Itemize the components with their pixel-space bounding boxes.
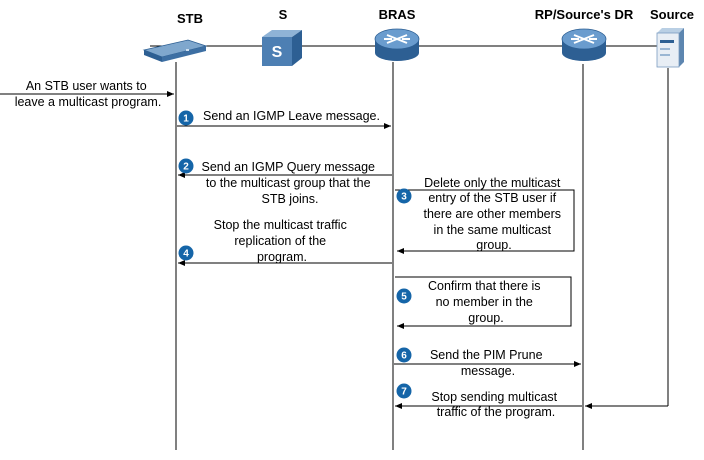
participant-label-source: Source xyxy=(650,7,694,22)
step-label: Delete only the multicast entry of the S… xyxy=(423,176,564,252)
step-number: 4 xyxy=(183,249,189,260)
participant-label-bras: BRAS xyxy=(379,7,416,22)
participant-label-rp: RP/Source's DR xyxy=(535,7,634,22)
participant-label-s: S xyxy=(279,7,288,22)
step-label: Stop the multicast traffic replication o… xyxy=(214,218,351,264)
step-label: Send an IGMP Leave message. xyxy=(203,109,380,123)
stb-box-icon xyxy=(142,39,208,62)
svg-text:S: S xyxy=(272,44,283,61)
step-badge xyxy=(178,245,194,261)
server-icon xyxy=(656,28,684,68)
step-badge xyxy=(396,288,412,304)
step-badge xyxy=(178,158,194,174)
step-number: 5 xyxy=(401,292,407,303)
step-number: 6 xyxy=(401,351,407,362)
step-4: 4 Stop the multicast traffic replication… xyxy=(178,218,392,266)
step-badge xyxy=(396,383,412,399)
step-3: 3 Delete only the multicast entry of the… xyxy=(395,176,575,254)
participant-label-stb: STB xyxy=(177,11,203,26)
step-badge xyxy=(396,347,412,363)
step-label: Send an IGMP Query message to the multic… xyxy=(202,160,379,206)
intro-label: An STB user wants to leave a multicast p… xyxy=(15,79,162,109)
step-5: 5 Confirm that there is no member in the… xyxy=(395,276,572,329)
step-number: 7 xyxy=(401,387,407,398)
step-label: Confirm that there is no member in the g… xyxy=(428,279,544,325)
step-2: 2 Send an IGMP Query message to the mult… xyxy=(178,158,392,206)
step-number: 2 xyxy=(183,162,189,173)
step-number: 1 xyxy=(183,114,189,125)
step-badge xyxy=(396,188,412,204)
step-number: 3 xyxy=(401,192,407,203)
router-icon-rp xyxy=(561,28,607,61)
step-6: 6 Send the PIM Prune message. xyxy=(394,347,581,378)
switch-icon: S xyxy=(262,30,302,66)
step-label: Send the PIM Prune message. xyxy=(430,348,546,378)
step-1: 1 Send an IGMP Leave message. xyxy=(177,109,391,129)
router-icon-bras xyxy=(374,28,420,61)
step-7: 7 Stop sending multicast traffic of the … xyxy=(395,383,668,419)
step-label: Stop sending multicast traffic of the pr… xyxy=(431,390,560,419)
step-badge xyxy=(178,110,194,126)
